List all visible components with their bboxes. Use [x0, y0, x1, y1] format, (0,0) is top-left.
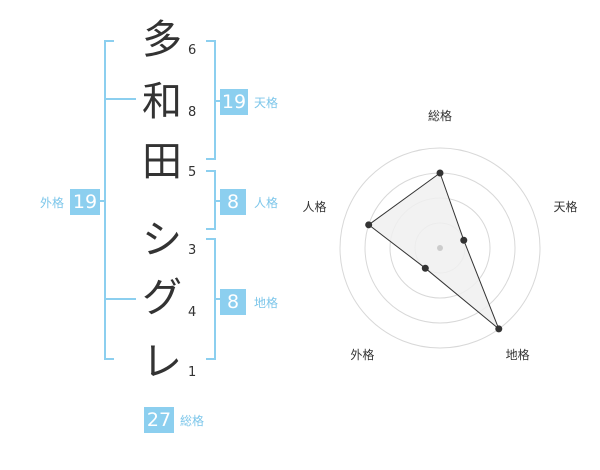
radar-axis-label: 外格: [350, 347, 374, 362]
name-char-6: レ: [142, 339, 182, 385]
radar-point: [460, 236, 468, 244]
radar-point: [421, 264, 429, 272]
stroke-count-3: 5: [188, 165, 197, 180]
soukaku-value: 27: [144, 407, 174, 433]
stroke-count-1: 6: [188, 43, 197, 58]
radar-axis-label: 総格: [428, 108, 452, 123]
gaikaku-value: 19: [70, 189, 100, 215]
gaikaku-label: 外格: [40, 196, 65, 210]
soukaku-label: 総格: [180, 414, 205, 428]
stroke-count-2: 8: [188, 105, 197, 120]
radar-center-dot: [437, 245, 443, 251]
tenkaku-label: 天格: [254, 96, 279, 110]
jinkaku-value: 8: [220, 189, 246, 215]
jinkaku-label: 人格: [254, 196, 279, 210]
radar-axis-label: 天格: [553, 199, 577, 214]
radar-axis-label: 人格: [302, 199, 326, 214]
radar-ring: [339, 147, 541, 349]
radar-shape: [367, 172, 500, 330]
radar-points: [365, 169, 503, 333]
name-char-2: 和: [142, 79, 182, 125]
chikaku-tick: [214, 298, 222, 300]
chikaku-value: 8: [220, 289, 246, 315]
stroke-count-4: 3: [188, 243, 197, 258]
name-char-1: 多: [142, 17, 182, 63]
gaikaku-tick-upper: [106, 98, 136, 100]
chikaku-label: 地格: [254, 296, 279, 310]
name-char-3: 田: [142, 139, 182, 185]
stroke-count-5: 4: [188, 305, 197, 320]
name-char-5: グ: [142, 275, 182, 321]
name-char-4: シ: [142, 217, 182, 263]
tenkaku-value: 19: [220, 89, 248, 115]
tenkaku-tick: [214, 100, 222, 102]
radar-point: [436, 169, 444, 177]
jinkaku-tick: [214, 200, 222, 202]
stroke-count-6: 1: [188, 365, 197, 380]
radar-point: [365, 221, 373, 229]
radar-axis-label: 地格: [506, 347, 530, 362]
gaikaku-tick-mid: [98, 200, 106, 202]
radar-point: [495, 325, 503, 333]
gaikaku-tick-lower: [106, 298, 136, 300]
